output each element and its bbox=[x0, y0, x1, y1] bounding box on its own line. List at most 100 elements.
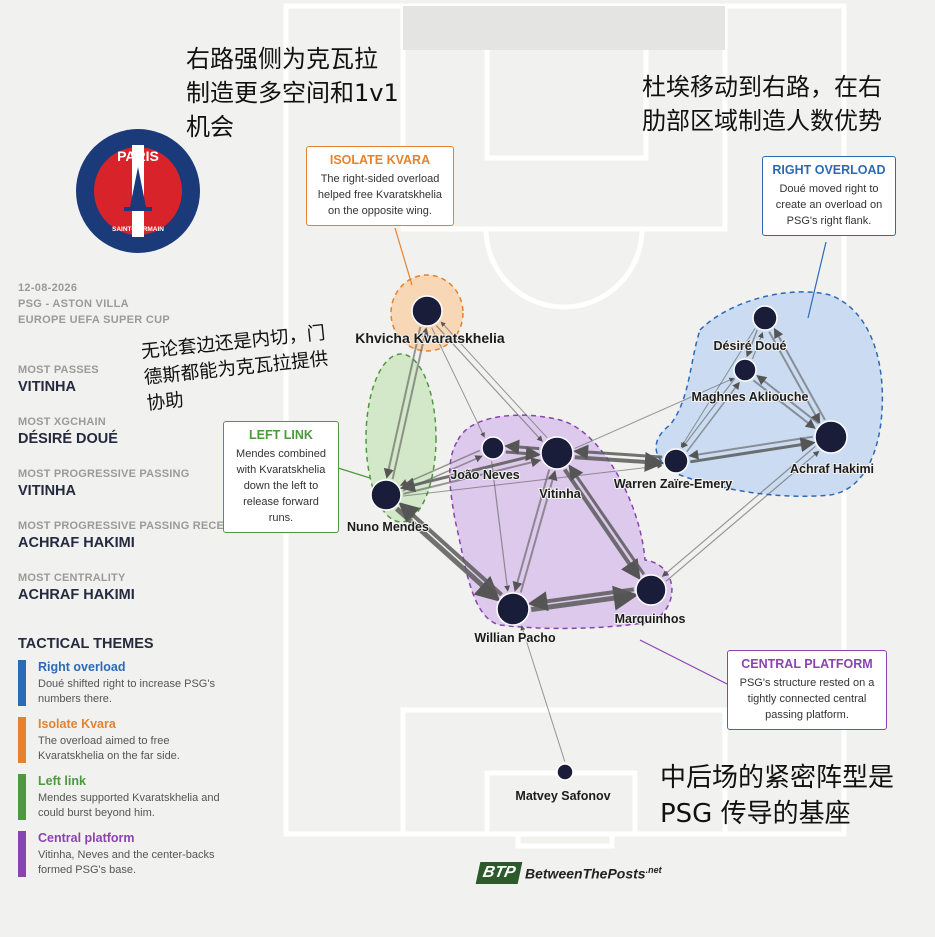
pass-edge-vitinha-to-mendes bbox=[399, 452, 540, 493]
pass-edge-pacho-to-mendes bbox=[398, 502, 503, 597]
pass-edge-vitinha-to-kvara bbox=[440, 321, 548, 439]
pass-edge-mendes-to-vitinha bbox=[402, 457, 542, 495]
pass-edge-akliouche-to-doue bbox=[751, 331, 764, 360]
pass-edge-akliouche-to-zaire bbox=[681, 378, 736, 449]
stat-label: MOST PASSES bbox=[18, 364, 99, 376]
central-connector bbox=[639, 639, 736, 689]
player-node-neves bbox=[481, 436, 505, 460]
match-meta: 12-08-2026 PSG - ASTON VILLA EUROPE UEFA… bbox=[18, 280, 170, 328]
isolate-connector bbox=[394, 227, 413, 286]
player-label-marquinhos: Marquinhos bbox=[615, 612, 686, 626]
brand-logo: BTP bbox=[475, 862, 523, 884]
callout-isolate-desc: The right-sided overload helped free Kva… bbox=[317, 173, 443, 217]
theme-desc: Mendes supported Kvaratskhelia and could… bbox=[38, 792, 220, 819]
stat-0: MOST PASSES VITINHA bbox=[18, 364, 99, 395]
theme-color-bar bbox=[18, 831, 26, 877]
pass-edge-pacho-to-vitinha bbox=[519, 470, 558, 593]
psg-logo: PARIS SAINT-GERMAIN bbox=[74, 127, 202, 260]
annotation-top-right: 杜埃移动到右路，在右肋部区域制造人数优势 bbox=[642, 73, 882, 135]
match-competition: EUROPE UEFA SUPER CUP bbox=[18, 314, 170, 326]
callout-isolate-kvara: ISOLATE KVARA The right-sided overload h… bbox=[306, 146, 454, 226]
pass-edge-doue-to-zaire bbox=[680, 328, 756, 448]
pass-edge-mendes-to-kvara bbox=[391, 327, 430, 480]
player-label-neves: João Neves bbox=[450, 468, 520, 482]
stat-1: MOST XGCHAIN DÉSIRÉ DOUÉ bbox=[18, 416, 118, 447]
player-node-hakimi bbox=[814, 420, 848, 454]
logo-text-bottom: SAINT-GERMAIN bbox=[112, 226, 164, 233]
player-node-mendes bbox=[370, 479, 402, 511]
pass-edge-neves-to-mendes bbox=[399, 449, 481, 487]
pass-edge-kvara-to-mendes bbox=[383, 326, 422, 479]
pass-edge-vitinha-to-pacho bbox=[512, 469, 551, 592]
theme-title: Left link bbox=[38, 774, 86, 788]
left-connector bbox=[337, 467, 371, 479]
theme-desc: The overload aimed to free Kvaratskhelia… bbox=[38, 735, 180, 762]
theme-title: Central platform bbox=[38, 831, 135, 845]
match-date: 12-08-2026 bbox=[18, 282, 78, 294]
player-node-zaire bbox=[663, 448, 689, 474]
callout-right-desc: Doué moved right to create an overload o… bbox=[775, 183, 883, 227]
theme-color-bar bbox=[18, 660, 26, 706]
goal-area-top bbox=[403, 6, 725, 50]
stat-label: MOST CENTRALITY bbox=[18, 572, 126, 584]
pass-edge-vitinha-to-akliouche bbox=[574, 377, 735, 449]
callout-central-platform: CENTRAL PLATFORM PSG's structure rested … bbox=[727, 650, 887, 730]
pass-edge-marquinhos-to-vitinha bbox=[568, 464, 646, 576]
logo-text-top: PARIS bbox=[117, 148, 159, 164]
pass-edge-zaire-to-vitinha bbox=[573, 444, 663, 460]
player-label-pacho: Willian Pacho bbox=[474, 631, 556, 645]
stat-value: VITINHA bbox=[18, 379, 76, 395]
match-fixture: PSG - ASTON VILLA bbox=[18, 298, 129, 310]
player-label-akliouche: Maghnes Akliouche bbox=[692, 390, 809, 404]
player-label-hakimi: Achraf Hakimi bbox=[790, 462, 874, 476]
player-label-kvara: Khvicha Kvaratskhelia bbox=[355, 330, 505, 346]
callout-isolate-title: ISOLATE KVARA bbox=[329, 153, 431, 167]
player-node-vitinha bbox=[540, 436, 574, 470]
callout-left-title: LEFT LINK bbox=[249, 428, 313, 442]
player-node-doue bbox=[752, 305, 778, 331]
theme-desc: Doué shifted right to increase PSG's num… bbox=[38, 678, 215, 705]
right-connector bbox=[807, 241, 827, 319]
player-label-zaire: Warren Zaïre-Emery bbox=[614, 477, 732, 491]
pass-edge-mendes-to-pacho bbox=[394, 506, 501, 602]
player-label-safonov: Matvey Safonov bbox=[515, 789, 610, 803]
pass-edge-doue-to-akliouche bbox=[745, 329, 758, 358]
pass-edge-kvara-to-vitinha bbox=[435, 325, 543, 442]
pass-edge-zaire-to-hakimi bbox=[690, 437, 816, 464]
pass-edge-kvara-to-neves bbox=[431, 327, 485, 438]
callout-left-link: LEFT LINK Mendes combined with Kvaratskh… bbox=[223, 421, 339, 533]
player-node-akliouche bbox=[733, 358, 757, 382]
pass-edge-mendes-to-zaire bbox=[403, 463, 663, 497]
stat-label: MOST PROGRESSIVE PASSING bbox=[18, 468, 190, 480]
theme-desc: Vitinha, Neves and the center-backs form… bbox=[38, 849, 215, 876]
player-node-safonov bbox=[556, 763, 574, 781]
brand-name-text: BetweenThePosts bbox=[525, 865, 646, 882]
pass-edge-zaire-to-akliouche bbox=[686, 381, 740, 453]
player-label-doue: Désiré Doué bbox=[714, 339, 787, 353]
player-node-kvara bbox=[411, 295, 443, 327]
pass-edges bbox=[383, 321, 826, 762]
annotation-bottom-right: 中后场的紧密阵型是PSG 传导的基座 bbox=[660, 763, 895, 829]
brand-name: BetweenThePosts.net bbox=[525, 865, 662, 882]
theme-color-bar bbox=[18, 774, 26, 820]
theme-color-bar bbox=[18, 717, 26, 763]
pass-edge-akliouche-to-hakimi bbox=[752, 379, 816, 429]
pass-edge-marquinhos-to-pacho bbox=[527, 587, 635, 612]
callout-central-title: CENTRAL PLATFORM bbox=[741, 657, 873, 671]
pass-edge-vitinha-to-neves bbox=[504, 439, 540, 455]
callout-right-title: RIGHT OVERLOAD bbox=[772, 163, 886, 177]
stat-label: MOST XGCHAIN bbox=[18, 416, 106, 428]
stat-value: ACHRAF HAKIMI bbox=[18, 535, 135, 551]
pass-edge-doue-to-hakimi bbox=[768, 331, 821, 424]
pass-edge-hakimi-to-zaire bbox=[688, 435, 813, 460]
annotation-top-left: 右路强侧为克瓦拉制造更多空间和1v1机会 bbox=[186, 45, 399, 141]
stat-value: DÉSIRÉ DOUÉ bbox=[18, 431, 118, 447]
player-label-mendes: Nuno Mendes bbox=[347, 520, 429, 534]
player-node-pacho bbox=[496, 592, 530, 626]
